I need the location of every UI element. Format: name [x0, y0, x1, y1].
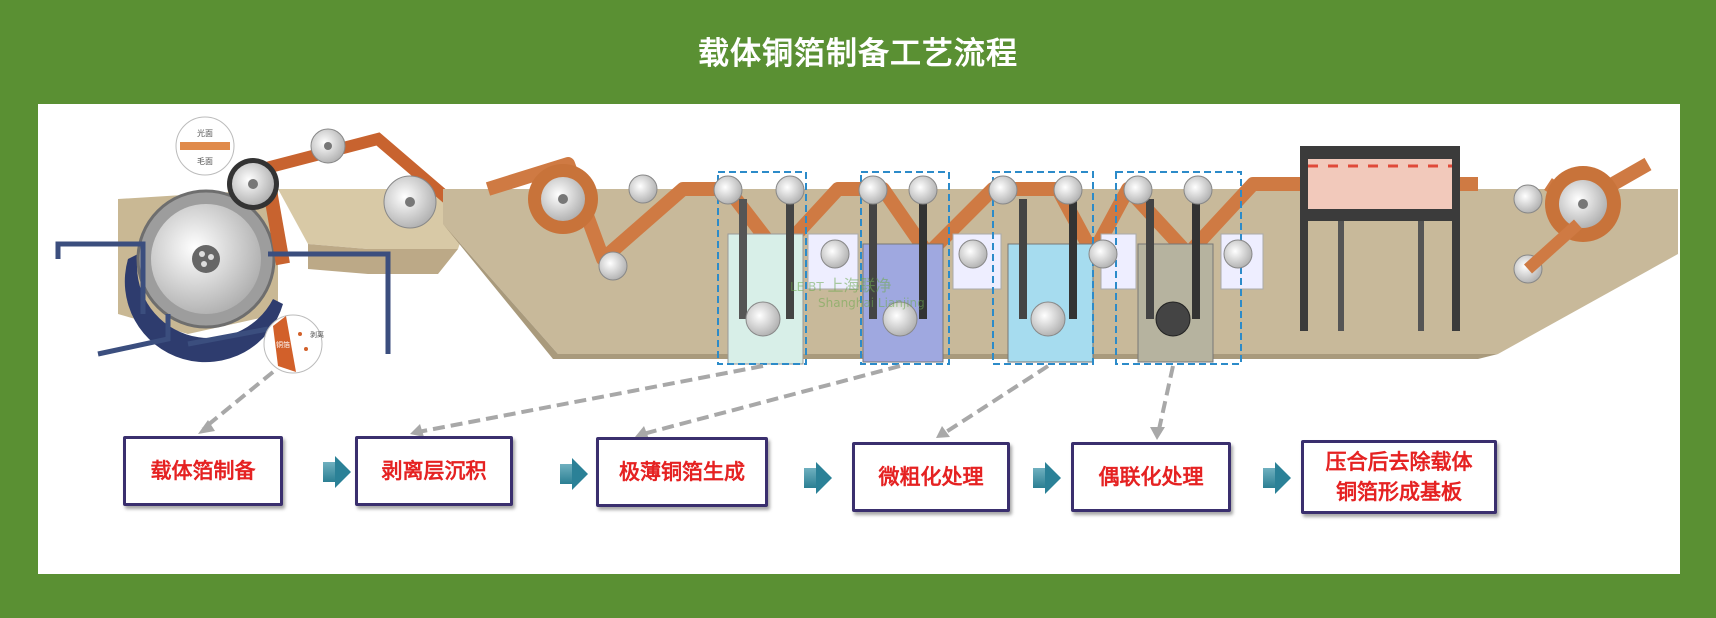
peel-layer-label: 剥离 [310, 330, 324, 339]
step-peel-layer-deposition: 剥离层沉积 [355, 436, 513, 506]
diagram-panel: 光面 毛面 铜箔 剥离 [38, 104, 1680, 574]
step-lamination-substrate: 压合后去除载体 铜箔形成基板 [1301, 440, 1497, 514]
watermark-logo: LE BT [790, 280, 824, 294]
watermark-en: Shanghai Lianjing [818, 296, 925, 310]
callout-arrowheads [198, 420, 1165, 440]
step-5-label: 偶联化处理 [1098, 465, 1204, 489]
step-3-label: 极薄铜箔生成 [619, 460, 745, 484]
callout-arrows [201, 364, 1175, 436]
step-6-label-line-2: 铜箔形成基板 [1336, 480, 1462, 504]
step-coupling-treatment: 偶联化处理 [1071, 442, 1231, 512]
page-title: 载体铜箔制备工艺流程 [698, 36, 1018, 72]
production-line-illustration: 光面 毛面 铜箔 剥离 [55, 116, 1678, 440]
watermark-cn: 上海联净 [827, 276, 892, 295]
treatment-line [443, 146, 1678, 365]
step-6-label-line-1: 压合后去除载体 [1325, 450, 1473, 474]
step-ultrathin-foil-generation: 极薄铜箔生成 [596, 437, 768, 507]
step-carrier-foil-preparation: 载体箔制备 [123, 436, 283, 506]
step-1-label: 载体箔制备 [150, 459, 256, 483]
carrier-layer-label: 铜箔 [276, 340, 290, 349]
step-micro-roughening: 微粗化处理 [852, 442, 1010, 512]
step-2-label: 剥离层沉积 [381, 459, 487, 483]
matte-side-label: 毛面 [197, 156, 213, 166]
electroforming-machine: 光面 毛面 铜箔 剥离 [55, 116, 478, 374]
glossy-side-label: 光面 [197, 128, 213, 138]
watermark: LE BT 上海联净 Shanghai Lianjing [790, 272, 925, 310]
step-4-label: 微粗化处理 [878, 465, 984, 489]
